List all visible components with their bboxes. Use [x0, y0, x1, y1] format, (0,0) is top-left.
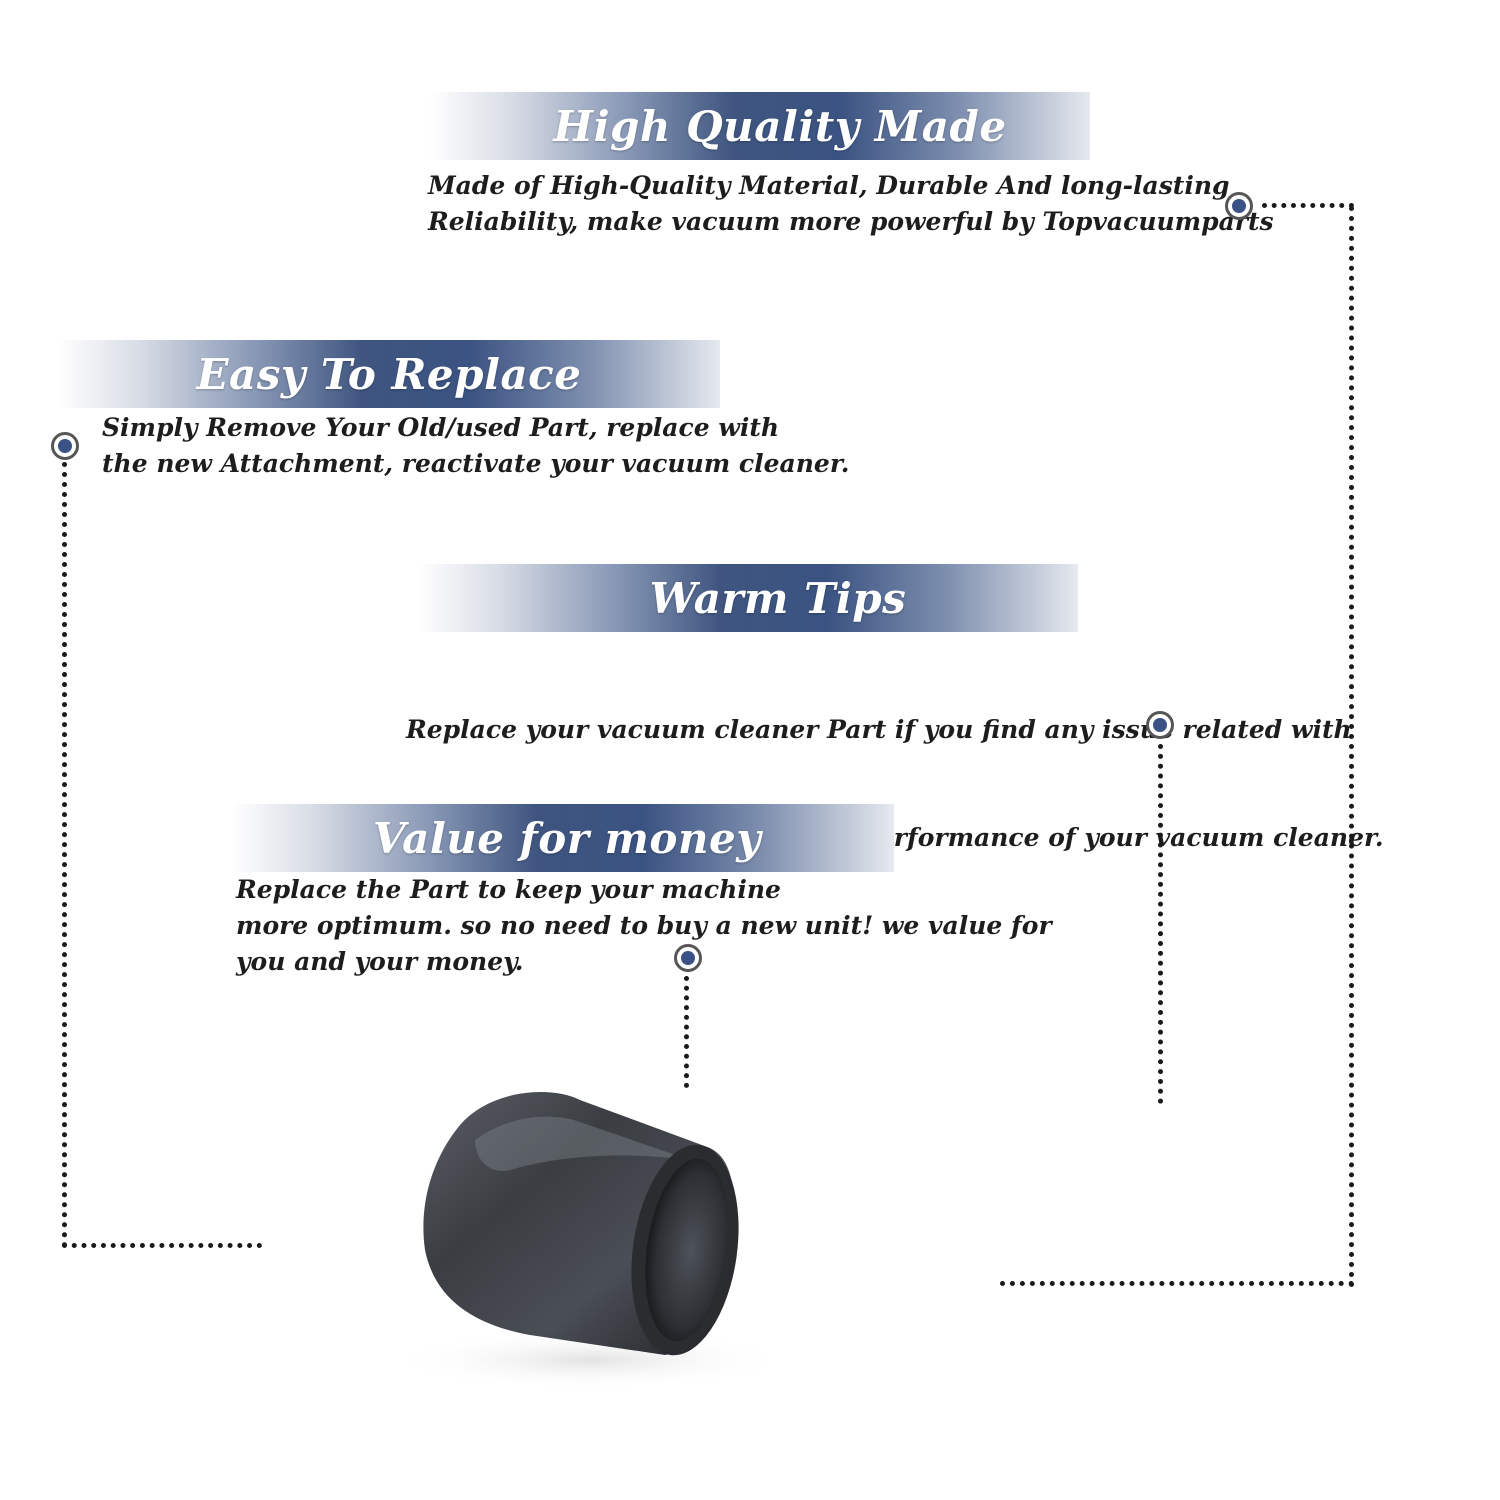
connector-left-vertical: [62, 462, 67, 1248]
connector-top-horizontal: [1262, 203, 1354, 208]
target-marker-icon: [1225, 192, 1253, 220]
banner-title: High Quality Made: [553, 101, 1007, 151]
connector-tips-vertical: [1158, 744, 1163, 1104]
description-line: Replace your vacuum cleaner Part if you …: [406, 715, 1352, 744]
target-marker-icon: [1146, 711, 1174, 739]
banner-title: Easy To Replace: [196, 349, 582, 399]
target-marker-icon: [674, 944, 702, 972]
description-value-money: Replace the Part to keep your machine mo…: [236, 872, 1052, 980]
banner-title: Warm Tips: [649, 573, 907, 623]
banner-high-quality: High Quality Made: [430, 92, 1090, 160]
banner-value-money: Value for money: [232, 804, 894, 872]
description-line: Reliability, make vacuum more powerful b…: [428, 207, 1274, 236]
description-line: Made of High-Quality Material, Durable A…: [428, 171, 1230, 200]
description-line: more optimum. so no need to buy a new un…: [236, 911, 1052, 940]
connector-bottom-right-horizontal: [1000, 1281, 1354, 1286]
description-line: the new Attachment, reactivate your vacu…: [102, 449, 850, 478]
description-line: you and your money.: [236, 947, 524, 976]
connector-value-vertical: [684, 976, 689, 1088]
target-marker-icon: [51, 432, 79, 460]
banner-title: Value for money: [372, 813, 762, 863]
connector-right-vertical: [1349, 206, 1354, 1288]
description-high-quality: Made of High-Quality Material, Durable A…: [428, 168, 1274, 240]
banner-easy-replace: Easy To Replace: [58, 340, 720, 408]
connector-bottom-left-horizontal: [62, 1243, 262, 1248]
product-tube-image: [390, 1092, 790, 1390]
banner-warm-tips: Warm Tips: [418, 564, 1078, 632]
description-easy-replace: Simply Remove Your Old/used Part, replac…: [102, 410, 849, 482]
product-highlight: [475, 1116, 690, 1171]
description-line: Simply Remove Your Old/used Part, replac…: [102, 413, 780, 442]
product-opening: [645, 1158, 729, 1342]
description-line: Replace the Part to keep your machine: [236, 875, 781, 904]
